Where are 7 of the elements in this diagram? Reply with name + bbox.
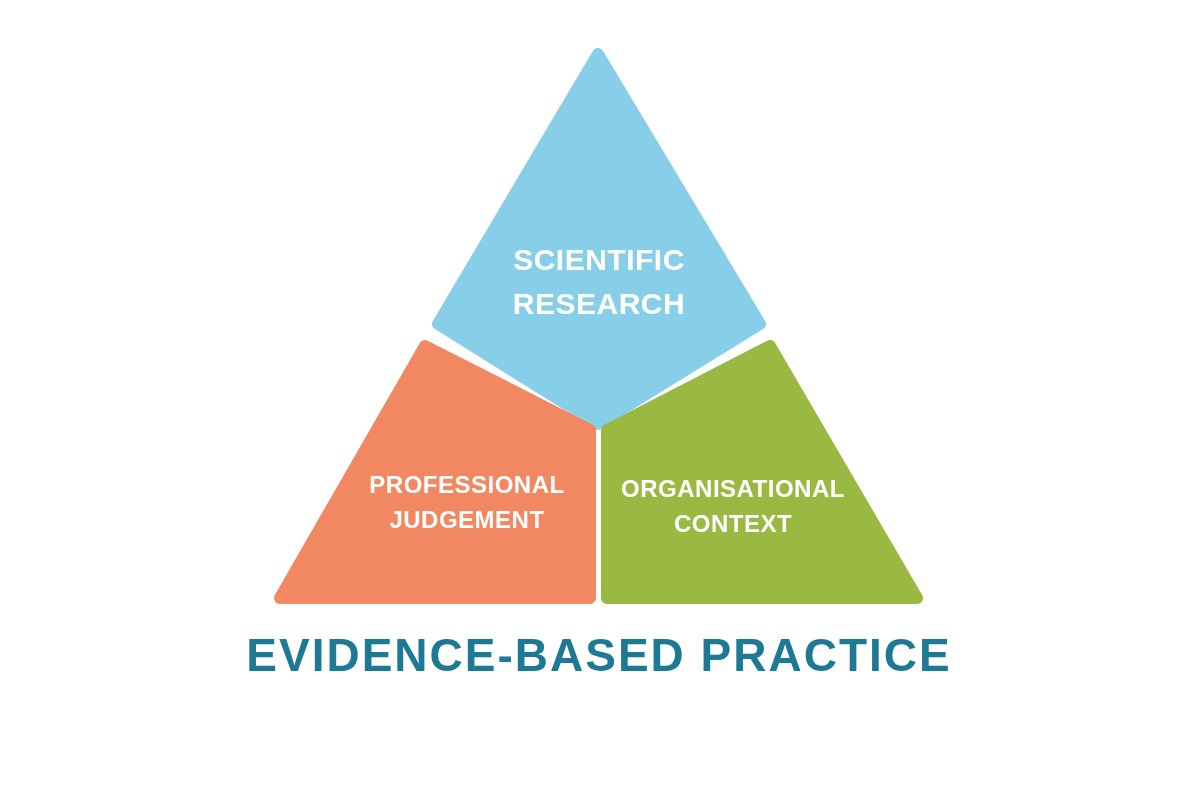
triangle-segment (601, 340, 923, 606)
triangle-segment (274, 340, 596, 606)
segment-label: SCIENTIFIC RESEARCH (511, 242, 687, 322)
segment-label: PROFESSIONAL JUDGEMENT (368, 470, 566, 535)
segment-label: ORGANISATIONAL CONTEXT (620, 474, 846, 539)
diagram-title: EVIDENCE-BASED PRACTICE (245, 628, 953, 682)
triangle-segment (432, 48, 766, 430)
